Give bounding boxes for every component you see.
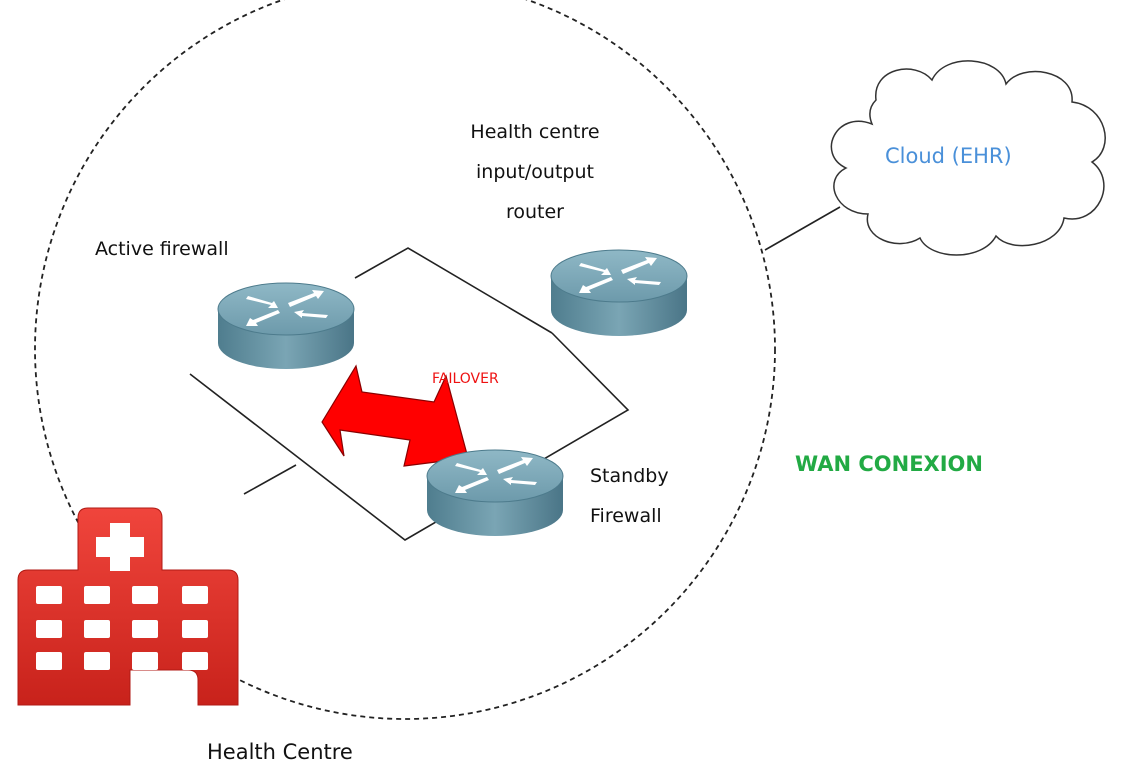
wan-connection-label: WAN CONEXION (795, 452, 983, 476)
active-firewall-router-icon (217, 282, 355, 370)
hospital-icon (17, 507, 239, 706)
io-router-label: Health centre input/output router (430, 112, 640, 232)
standby-firewall-label-line1: Standby (590, 465, 669, 487)
io-router-label-line2: input/output (476, 161, 594, 183)
standby-firewall-label-line2: Firewall (590, 505, 662, 527)
standby-firewall-label: Standby Firewall (590, 456, 700, 536)
active-firewall-label: Active firewall (95, 238, 229, 260)
health-centre-boundary (34, 0, 776, 720)
cloud-icon (830, 60, 1106, 256)
io-router-label-line1: Health centre (470, 121, 600, 143)
standby-firewall-router-icon (426, 449, 564, 537)
io-router-label-line3: router (505, 201, 564, 223)
health-centre-label: Health Centre (207, 740, 353, 764)
cloud-label: Cloud (EHR) (885, 144, 1012, 168)
failover-label: FAILOVER (432, 371, 499, 387)
io-router-icon (550, 249, 688, 337)
